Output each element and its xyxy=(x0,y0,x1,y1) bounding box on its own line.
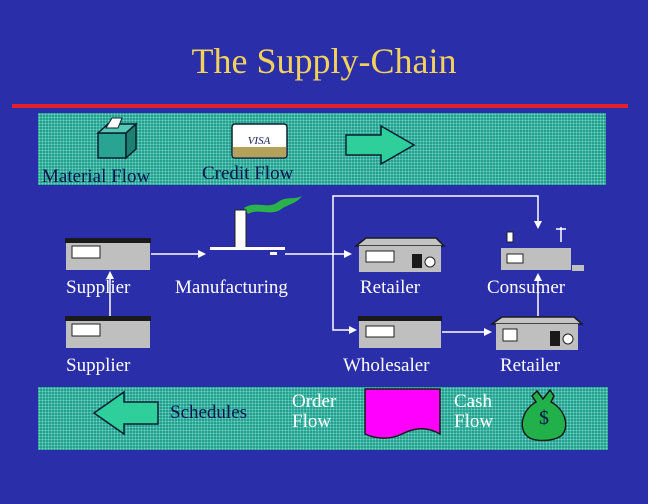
wholesaler-warehouse-icon xyxy=(358,316,442,348)
flow-arrow-to-retailer-2 xyxy=(442,328,492,336)
order-form-icon xyxy=(364,388,441,439)
schedules-label: Schedules xyxy=(170,402,248,423)
material-flow-label: Material Flow xyxy=(42,166,151,187)
supplier-1-label: Supplier xyxy=(66,277,131,298)
dollar-sign: $ xyxy=(539,407,549,429)
card-text: VISA xyxy=(248,135,271,147)
flow-arrow-supplier-up xyxy=(106,271,114,316)
retailer-2-store-icon xyxy=(489,316,584,350)
consumer-label: Consumer xyxy=(487,277,566,298)
order-flow-line-1: Order xyxy=(292,391,337,412)
retailer-2-label: Retailer xyxy=(500,355,561,376)
manufacturing-label: Manufacturing xyxy=(175,277,288,298)
arrow-left-icon xyxy=(92,390,159,436)
credit-card-icon: VISA xyxy=(231,123,288,159)
arrow-right-icon xyxy=(345,124,416,166)
order-flow-label: Order Flow xyxy=(292,392,336,432)
flow-arrow-to-retailer xyxy=(285,250,352,258)
supplier-2-building-icon xyxy=(65,316,151,348)
box-icon xyxy=(96,117,138,160)
flow-arrow-to-manufacturing xyxy=(151,250,206,258)
cash-flow-line-2: Flow xyxy=(454,411,494,432)
cash-flow-label: Cash Flow xyxy=(454,392,493,432)
supplier-1-building-icon xyxy=(65,238,151,270)
retailer-1-store-icon xyxy=(353,237,446,272)
retailer-1-label: Retailer xyxy=(360,277,421,298)
cash-flow-line-1: Cash xyxy=(454,391,492,412)
title-divider xyxy=(12,104,628,108)
flow-connector xyxy=(332,195,542,334)
page-title: The Supply-Chain xyxy=(191,41,457,81)
flow-arrow-to-consumer xyxy=(534,273,542,316)
supplier-2-label: Supplier xyxy=(66,355,131,376)
order-flow-line-2: Flow xyxy=(292,411,332,432)
factory-icon xyxy=(210,196,302,255)
wholesaler-label: Wholesaler xyxy=(343,355,430,376)
money-bag-icon: $ xyxy=(521,388,567,442)
consumer-home-icon xyxy=(501,227,584,271)
credit-flow-label: Credit Flow xyxy=(202,163,294,184)
